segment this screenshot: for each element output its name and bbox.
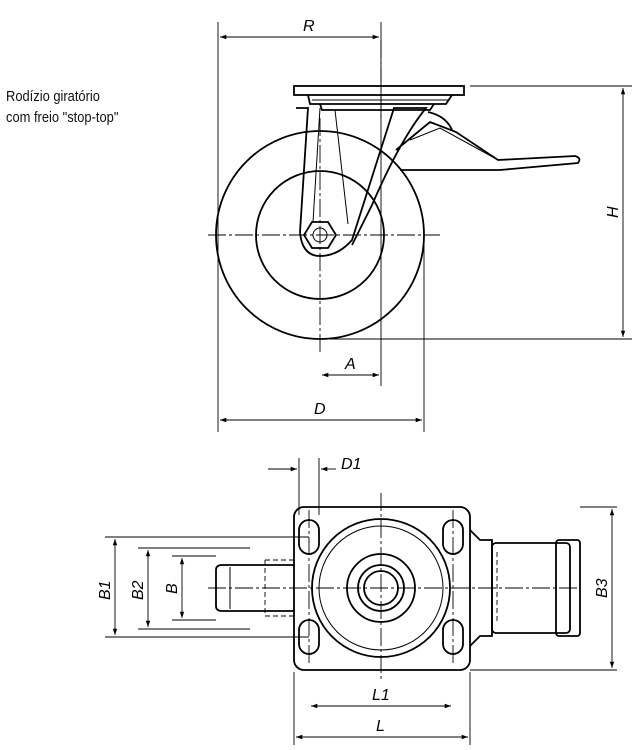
dim-label-B2: B2 [130, 580, 147, 600]
fork-inner [312, 107, 321, 223]
dim-label-A: A [344, 356, 356, 373]
mounting-plate [293, 85, 465, 96]
brake-lever-inner [409, 127, 499, 161]
dim-label-D: D [314, 401, 326, 418]
caption-line-2: com freio "stop-top" [6, 109, 119, 126]
fork-body [296, 107, 428, 257]
fork-inner-2 [334, 109, 349, 225]
dim-label-B: B [164, 583, 181, 594]
dim-label-L1: L1 [372, 687, 390, 704]
caption: Rodízio giratório com freio "stop-top" [6, 86, 118, 128]
dim-label-B3: B3 [594, 578, 611, 598]
dim-label-B1: B1 [97, 580, 114, 600]
dim-label-D1: D1 [341, 456, 361, 473]
plate-outline [293, 506, 471, 671]
dim-label-H: H [605, 206, 622, 218]
brake-lever [395, 120, 581, 171]
top-view: D1 B1 B2 B B3 L1 L [97, 456, 617, 745]
dim-label-L: L [376, 718, 385, 735]
brake-shoe [427, 111, 453, 131]
brake-pedal [491, 542, 571, 634]
caption-line-1: Rodízio giratório [6, 88, 100, 105]
fork-crown [319, 103, 435, 111]
wheel-tread [215, 564, 294, 612]
dim-label-R: R [303, 18, 315, 35]
swivel-head [307, 94, 453, 105]
side-view: R H A D [208, 18, 632, 432]
